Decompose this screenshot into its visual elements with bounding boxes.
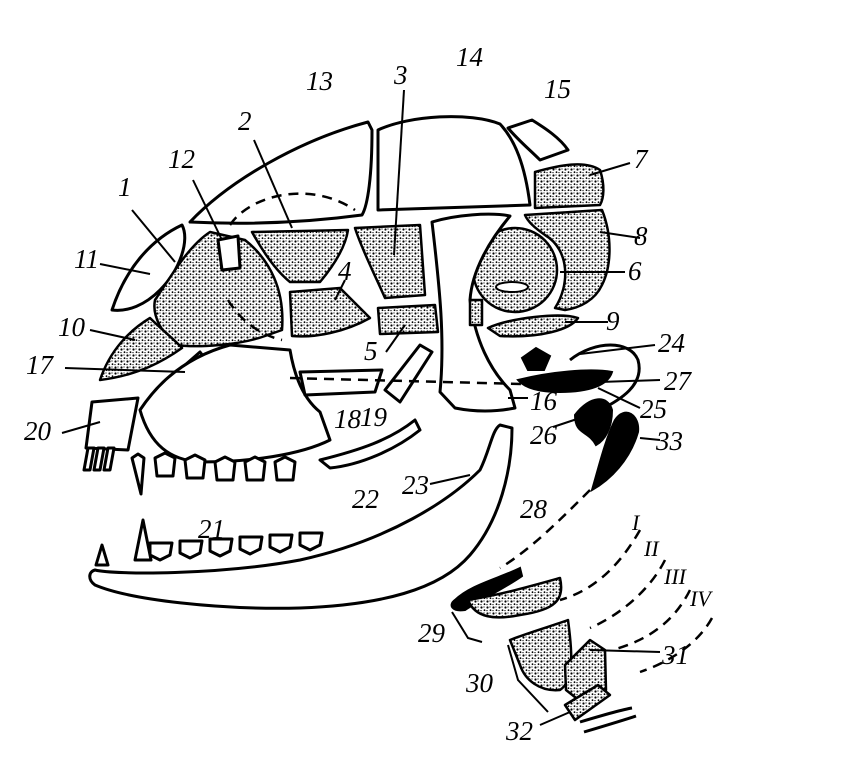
dashed-arch-II [589, 559, 667, 630]
label-6: 6 [628, 256, 642, 286]
leader-lines [61, 89, 661, 726]
label-31: 31 [661, 640, 689, 670]
label-22: 22 [352, 484, 379, 514]
bone-29 [466, 576, 563, 619]
bone-16-spot [468, 298, 484, 327]
number-labels: 1 2 3 4 5 6 7 8 9 10 11 12 13 14 15 16 1… [24, 42, 693, 746]
dashed-arch-28 [499, 489, 591, 570]
bone-33 [590, 411, 640, 493]
label-14: 14 [456, 42, 483, 72]
bone-4 [288, 286, 372, 338]
bone-3 [353, 223, 427, 300]
label-12: 12 [168, 144, 195, 174]
label-21: 21 [198, 514, 225, 544]
dashed-orbit [226, 192, 356, 342]
arch-label-IV: IV [689, 586, 713, 611]
label-13: 13 [306, 66, 333, 96]
bone-5 [376, 303, 440, 336]
label-5: 5 [364, 336, 378, 366]
bone-16-braincase [430, 212, 517, 413]
lower-teeth [94, 518, 324, 567]
bone-30 [508, 618, 573, 692]
bone-18 [298, 368, 384, 397]
bone-12 [216, 234, 242, 272]
arch-labels: I II III IV [631, 510, 713, 611]
label-19: 19 [360, 402, 388, 432]
bone-32 [563, 683, 612, 722]
bone-19 [383, 343, 434, 404]
upper-teeth [130, 451, 297, 496]
label-2: 2 [238, 106, 252, 136]
label-28: 28 [520, 494, 548, 524]
label-30: 30 [465, 668, 494, 698]
label-4: 4 [338, 256, 352, 286]
dashed-arch-IV [639, 617, 714, 674]
bone-10 [98, 316, 184, 382]
bone-14 [376, 115, 532, 212]
bone-22 [318, 418, 422, 470]
arch-label-I: I [631, 510, 641, 535]
bone-8 [523, 208, 611, 312]
label-9: 9 [606, 306, 620, 336]
bone-11 [110, 223, 187, 312]
label-8: 8 [634, 221, 648, 251]
label-15: 15 [544, 74, 571, 104]
dashed-line-18 [289, 376, 561, 387]
label-1: 1 [118, 172, 132, 202]
dashed-arch-I [559, 529, 642, 602]
bone-23-mandible [88, 423, 514, 610]
bone-7 [533, 163, 605, 210]
bone-25 [516, 369, 614, 394]
bone-24 [520, 346, 552, 371]
bone-20 [84, 396, 140, 452]
premax-teeth [82, 446, 116, 472]
label-7: 7 [634, 144, 649, 174]
arch-label-II: II [643, 536, 660, 561]
label-24: 24 [658, 328, 685, 358]
label-33: 33 [655, 426, 683, 456]
label-29: 29 [418, 618, 446, 648]
label-3: 3 [393, 60, 408, 90]
bone-2 [250, 228, 350, 284]
label-10: 10 [58, 312, 86, 342]
label-17: 17 [26, 350, 55, 380]
label-25: 25 [640, 394, 667, 424]
bracket-29 [451, 611, 483, 643]
bone-21-maxilla [138, 343, 332, 464]
arch-label-III: III [663, 564, 688, 589]
label-27: 27 [664, 366, 693, 396]
bone-13 [188, 120, 374, 225]
label-23: 23 [402, 470, 429, 500]
bone-6-fenestra [495, 281, 529, 293]
label-18: 18 [334, 404, 362, 434]
bone-9 [486, 314, 580, 338]
label-20: 20 [24, 416, 52, 446]
label-32: 32 [505, 716, 533, 746]
dashed-arch-III [611, 589, 692, 652]
bone-15 [506, 118, 570, 162]
label-16: 16 [530, 386, 558, 416]
bracket-30 [507, 644, 549, 713]
label-26: 26 [530, 420, 558, 450]
gill-lines [579, 706, 637, 734]
bone-26 [573, 398, 614, 447]
label-11: 11 [74, 244, 99, 274]
